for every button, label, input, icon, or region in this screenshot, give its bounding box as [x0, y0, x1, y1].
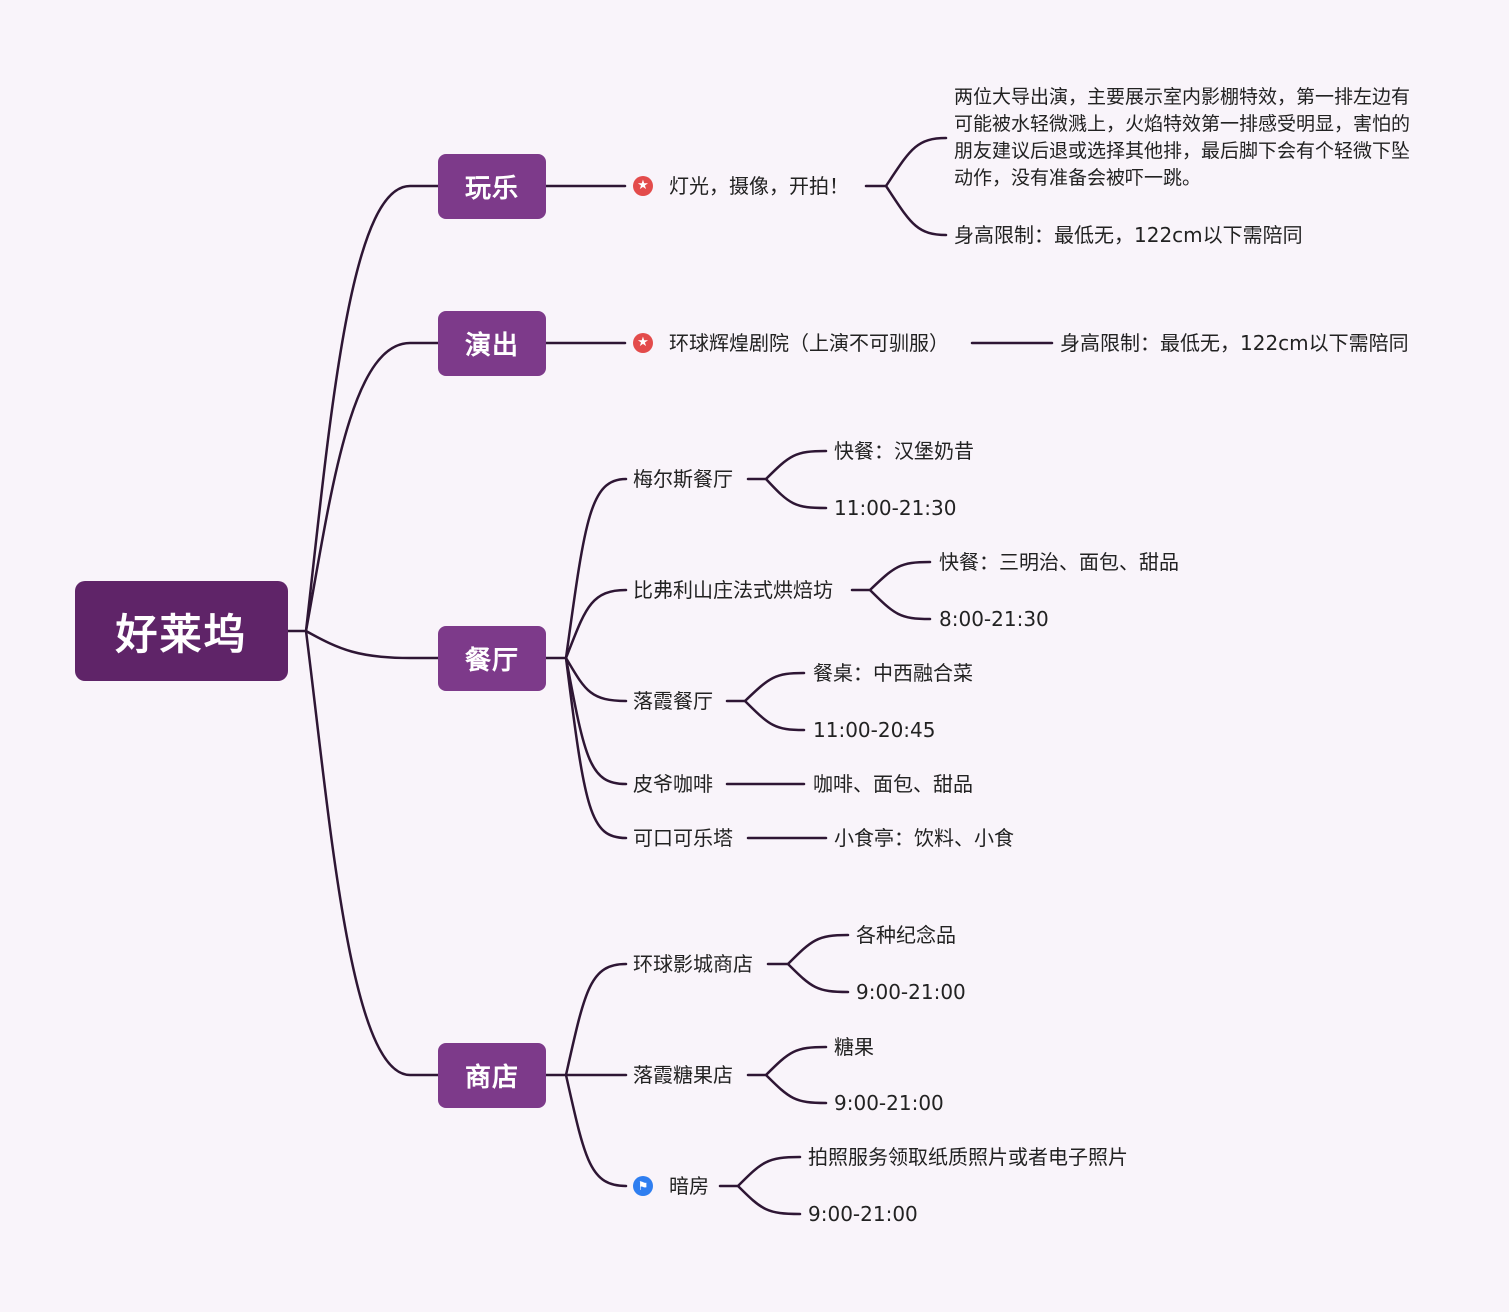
branch-perform[interactable]: 演出	[438, 311, 546, 376]
node-restaurant[interactable]: 比弗利山庄法式烘焙坊	[633, 578, 833, 602]
star-icon: ★	[633, 333, 653, 353]
node-restaurant[interactable]: 皮爷咖啡	[633, 772, 713, 796]
node-restaurant-detail[interactable]: 咖啡、面包、甜品	[813, 772, 973, 796]
node-play-show[interactable]: 灯光，摄像，开拍！	[669, 174, 849, 198]
branch-play[interactable]: 玩乐	[438, 154, 546, 219]
node-shop-detail[interactable]: 各种纪念品	[856, 923, 956, 947]
node-shop-hours[interactable]: 9:00-21:00	[856, 980, 966, 1004]
node-shop-hours[interactable]: 9:00-21:00	[834, 1091, 944, 1115]
node-shop-detail[interactable]: 糖果	[834, 1035, 874, 1059]
node-restaurant-detail[interactable]: 快餐：三明治、面包、甜品	[939, 550, 1179, 574]
node-restaurant-hours[interactable]: 11:00-20:45	[813, 718, 936, 742]
node-perform-height-limit[interactable]: 身高限制：最低无，122cm以下需陪同	[1060, 331, 1409, 355]
node-restaurant-hours[interactable]: 8:00-21:30	[939, 607, 1049, 631]
node-play-height-limit[interactable]: 身高限制：最低无，122cm以下需陪同	[954, 223, 1303, 247]
node-restaurant-detail[interactable]: 快餐：汉堡奶昔	[834, 439, 974, 463]
node-shop-hours[interactable]: 9:00-21:00	[808, 1202, 918, 1226]
node-perform-show[interactable]: 环球辉煌剧院（上演不可驯服）	[669, 331, 949, 355]
node-restaurant[interactable]: 落霞餐厅	[633, 689, 713, 713]
node-shop[interactable]: 环球影城商店	[633, 952, 753, 976]
flag-icon: ⚑	[633, 1176, 653, 1196]
branch-shops[interactable]: 商店	[438, 1043, 546, 1108]
node-shop[interactable]: 落霞糖果店	[633, 1063, 733, 1087]
node-restaurant[interactable]: 梅尔斯餐厅	[633, 467, 733, 491]
node-restaurant-detail[interactable]: 餐桌：中西融合菜	[813, 661, 973, 685]
root-topic[interactable]: 好莱坞	[75, 581, 288, 681]
node-restaurant-hours[interactable]: 11:00-21:30	[834, 496, 957, 520]
node-restaurant-detail[interactable]: 小食亭：饮料、小食	[834, 826, 1014, 850]
node-restaurant[interactable]: 可口可乐塔	[633, 826, 733, 850]
star-icon: ★	[633, 176, 653, 196]
node-shop-detail[interactable]: 拍照服务领取纸质照片或者电子照片	[808, 1145, 1128, 1169]
branch-dining[interactable]: 餐厅	[438, 626, 546, 691]
node-shop[interactable]: 暗房	[669, 1174, 709, 1198]
node-play-description[interactable]: 两位大导出演，主要展示室内影棚特效，第一排左边有可能被水轻微溅上，火焰特效第一排…	[954, 86, 1411, 189]
